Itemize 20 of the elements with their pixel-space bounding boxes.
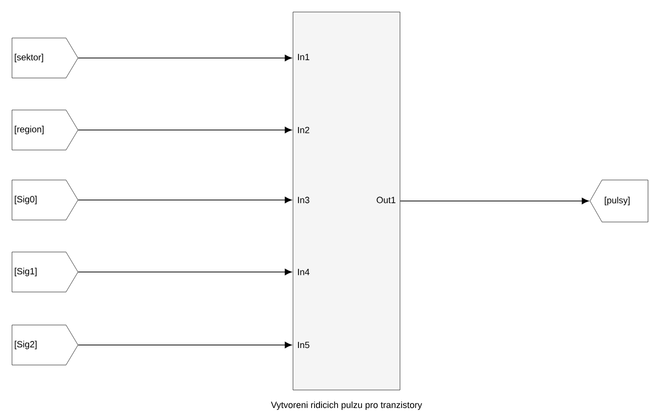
arrow	[78, 342, 292, 348]
goto-tag: [region]	[12, 110, 78, 150]
arrow	[78, 196, 292, 204]
goto-tag: [Sig2]	[12, 324, 78, 366]
block-caption: Vytvoreni ridicich pulzu pro tranzistory	[270, 401, 422, 410]
arrow	[78, 268, 292, 276]
node-label: In1	[298, 54, 310, 60]
node-label: In5	[298, 342, 310, 348]
subsystem-block: In1 In2 In3 In4 In5 Out1	[292, 12, 400, 390]
node-label: In2	[298, 126, 310, 134]
goto-tag: [pulsy]	[590, 180, 648, 222]
arrow	[400, 198, 589, 204]
goto-tag: [Sig1]	[12, 252, 78, 292]
node-label: In4	[298, 268, 310, 276]
arrow	[78, 126, 292, 134]
node-label: In3	[298, 196, 310, 204]
goto-tag: [Sig0]	[12, 180, 78, 220]
arrow	[78, 54, 292, 62]
node-label: Out1	[376, 196, 396, 204]
goto-tag: [sektor]	[12, 38, 78, 78]
